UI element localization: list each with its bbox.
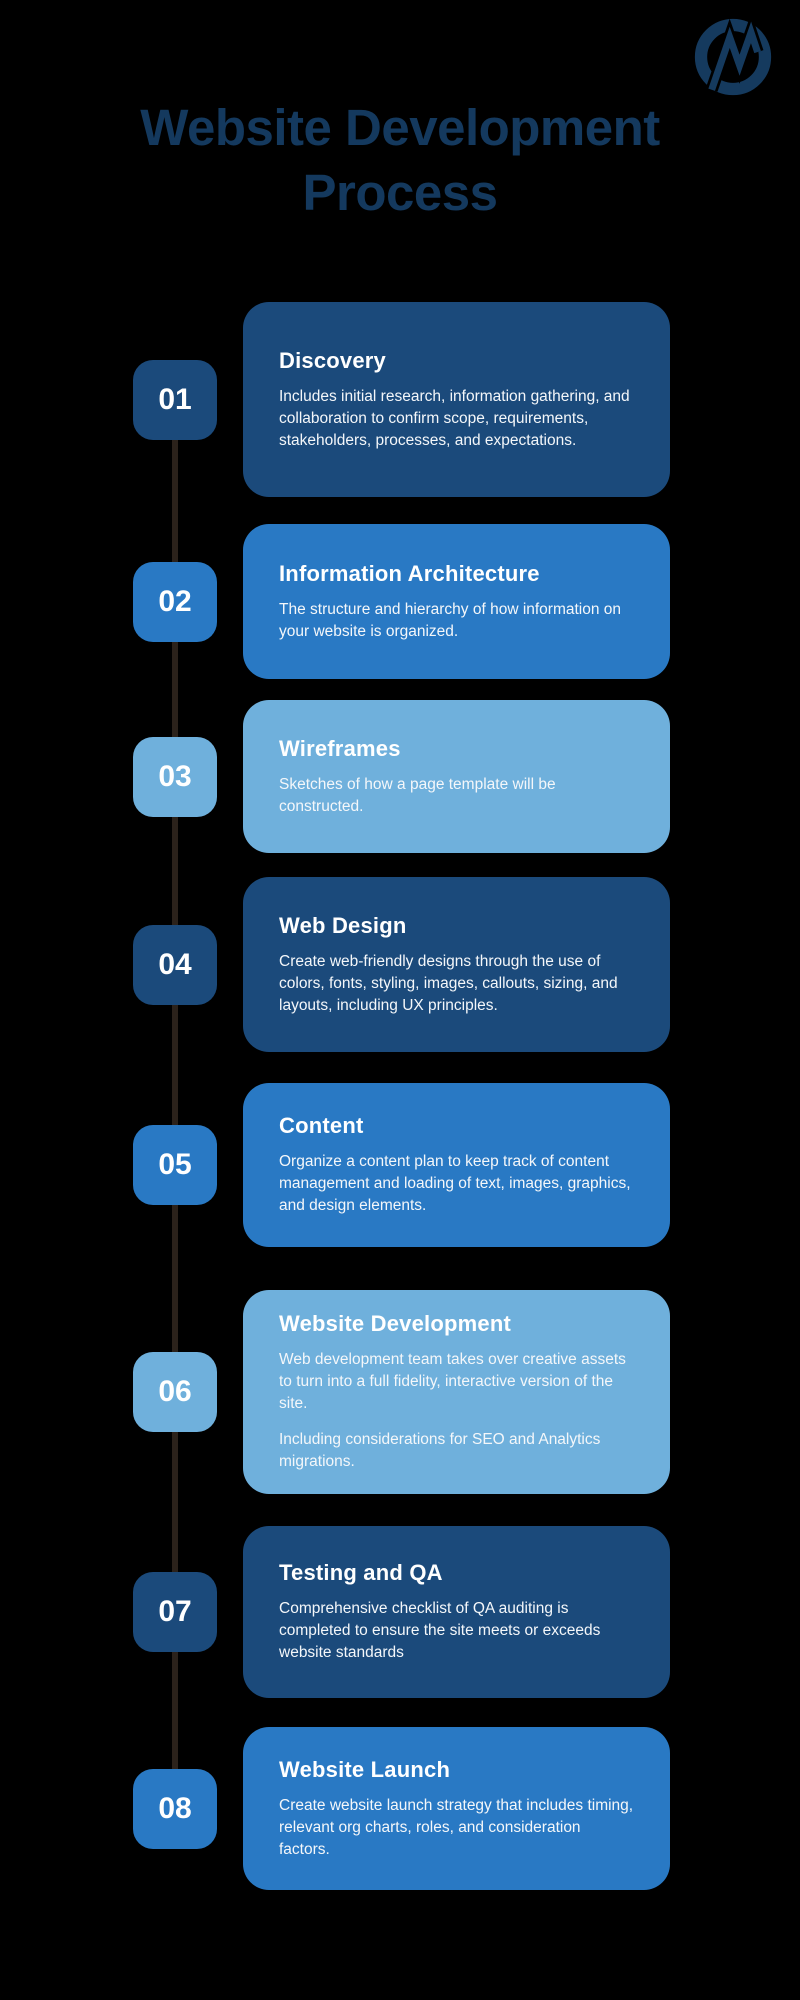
step-number: 03	[158, 759, 192, 793]
step-title: Website Launch	[279, 1756, 451, 1782]
step-card: Website Development Web development team…	[243, 1290, 670, 1494]
step-description: Including considerations for SEO and Ana…	[279, 1431, 601, 1470]
step-number: 06	[158, 1375, 192, 1408]
brand-logo	[692, 13, 774, 98]
step-number: 02	[158, 584, 192, 618]
step-title: Content	[279, 1113, 364, 1138]
circle-m-logo-icon	[694, 13, 772, 96]
step-number-badge: 02	[133, 561, 217, 642]
step-title: Website Development	[279, 1311, 512, 1336]
step-number-badge: 04	[133, 924, 217, 1005]
step-number-badge: 03	[133, 736, 217, 817]
step-description: Create web-friendly designs through the …	[279, 952, 618, 1014]
step-title: Web Design	[279, 912, 407, 938]
step-card: Web Design Create web-friendly designs t…	[243, 877, 670, 1052]
step-number-badge: 05	[133, 1125, 217, 1205]
step-number: 04	[158, 947, 192, 981]
step-number: 01	[158, 382, 192, 416]
step-description: Comprehensive checklist of QA auditing i…	[279, 1600, 601, 1661]
step-number: 07	[158, 1595, 192, 1628]
step-description: The structure and hierarchy of how infor…	[279, 600, 622, 640]
step-description: Includes initial research, information g…	[279, 387, 630, 449]
step-title: Discovery	[279, 347, 386, 373]
step-title: Wireframes	[279, 735, 401, 761]
step-card: Testing and QA Comprehensive checklist o…	[243, 1526, 670, 1698]
step-title: Testing and QA	[279, 1560, 443, 1585]
step-number-badge: 01	[133, 359, 217, 440]
step-card: Content Organize a content plan to keep …	[243, 1083, 670, 1247]
step-card: Wireframes Sketches of how a page templa…	[243, 700, 670, 853]
step-description: Organize a content plan to keep track of…	[279, 1153, 631, 1214]
step-card: Discovery Includes initial research, inf…	[243, 302, 670, 497]
step-card: Website Launch Create website launch str…	[243, 1727, 670, 1890]
step-number: 08	[158, 1791, 192, 1825]
step-card: Information Architecture The structure a…	[243, 524, 670, 679]
step-number-badge: 08	[133, 1768, 217, 1849]
page-title-line1: Website Development	[140, 99, 660, 156]
step-number-badge: 07	[133, 1572, 217, 1652]
page-title-line2: Process	[302, 163, 498, 221]
step-description: Sketches of how a page template will be …	[279, 775, 556, 815]
step-description: Web development team takes over creative…	[279, 1351, 626, 1412]
step-number: 05	[158, 1148, 192, 1181]
step-title: Information Architecture	[279, 560, 540, 586]
timeline-connector	[172, 400, 178, 1809]
step-number-badge: 06	[133, 1352, 217, 1432]
step-description: Create website launch strategy that incl…	[279, 1796, 634, 1858]
